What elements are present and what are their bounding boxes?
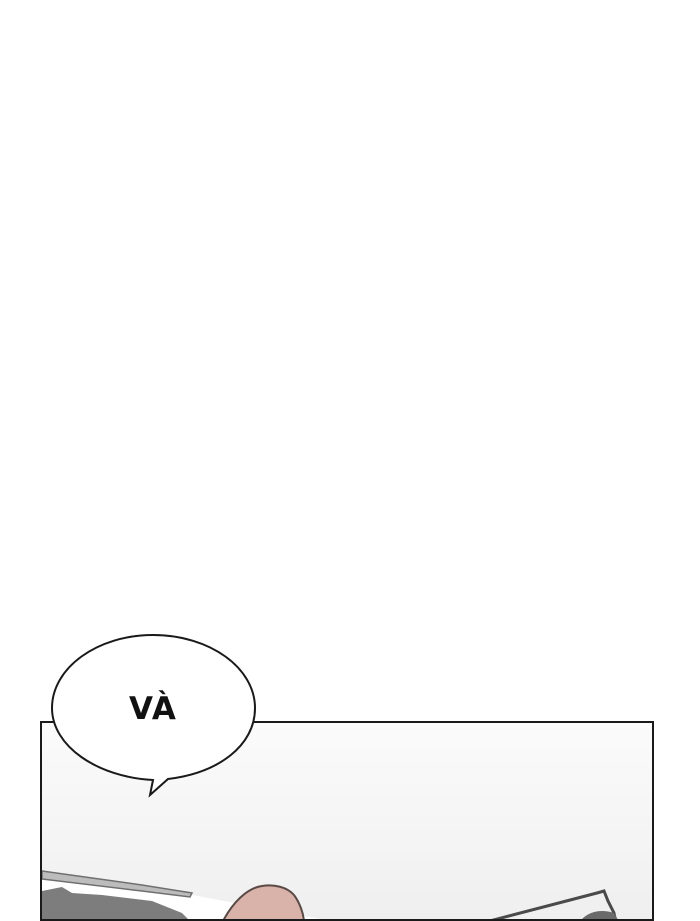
speech-bubble: VÀ [50, 633, 260, 798]
speech-bubble-text: VÀ [129, 691, 177, 727]
comic-page: VÀ [40, 633, 654, 921]
speech-bubble-shape [50, 633, 257, 798]
hand-shape [223, 884, 305, 919]
left-rod-shape [42, 870, 194, 898]
